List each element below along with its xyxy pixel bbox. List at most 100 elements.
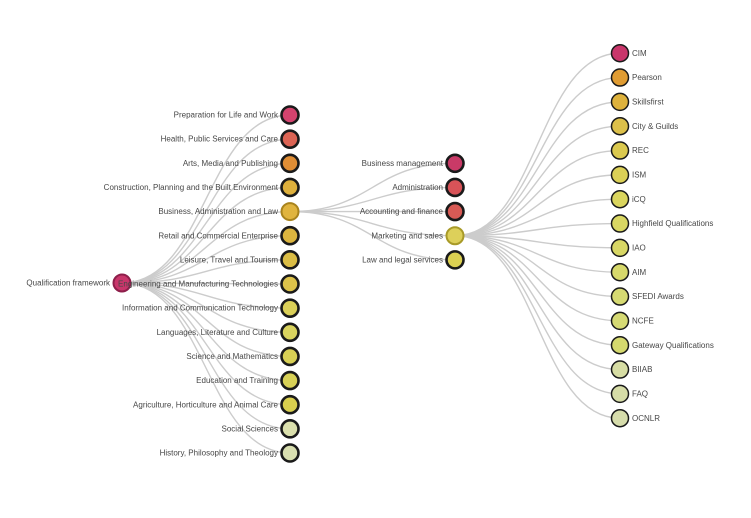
- node-circle[interactable]: [610, 287, 630, 306]
- tree-node-aim: AIM: [610, 262, 647, 282]
- node-label: Retail and Commercial Enterprise: [158, 231, 278, 240]
- tree-link: [121, 186, 291, 284]
- node-label: Preparation for Life and Work: [174, 111, 279, 120]
- tree-node-rec: REC: [610, 141, 649, 160]
- tree-node-languages-literature-and-culture: Languages, Literature and Culture: [157, 322, 300, 343]
- node-circle[interactable]: [610, 92, 630, 112]
- node-circle[interactable]: [610, 165, 630, 185]
- node-label: Pearson: [632, 73, 662, 82]
- tree-link: [121, 282, 291, 454]
- tree-node-city-guilds: City & Guilds: [610, 116, 678, 136]
- tree-link: [454, 235, 621, 371]
- node-circle[interactable]: [445, 226, 465, 246]
- tree-link: [454, 235, 621, 346]
- node-label: Skillsfirst: [632, 97, 664, 106]
- node-circle[interactable]: [280, 129, 300, 149]
- tree-node-iao: IAO: [610, 238, 646, 258]
- node-label: Arts, Media and Publishing: [183, 159, 278, 168]
- node-circle[interactable]: [280, 322, 300, 343]
- tree-node-agriculture-horticulture-and-animal-care: Agriculture, Horticulture and Animal Car…: [133, 394, 300, 415]
- tree-link: [121, 210, 291, 284]
- tree-link: [121, 282, 291, 358]
- node-circle[interactable]: [280, 225, 300, 246]
- node-circle[interactable]: [280, 419, 300, 439]
- node-label: AIM: [632, 268, 647, 277]
- node-circle[interactable]: [280, 298, 300, 318]
- node-label: REC: [632, 146, 649, 155]
- node-circle[interactable]: [610, 116, 630, 136]
- tree-link: [121, 282, 291, 406]
- tree-link: [454, 101, 621, 237]
- tree-node-leisure-travel-and-tourism: Leisure, Travel and Tourism: [180, 250, 300, 270]
- node-circle[interactable]: [610, 189, 630, 209]
- tree-node-ocnlr: OCNLR: [610, 408, 660, 428]
- tree-node-skillsfirst: Skillsfirst: [610, 92, 664, 112]
- node-circle[interactable]: [112, 273, 132, 293]
- node-circle[interactable]: [280, 346, 300, 367]
- tree-link: [454, 235, 621, 273]
- tree-link: [454, 235, 621, 322]
- node-circle[interactable]: [445, 153, 465, 174]
- node-circle[interactable]: [445, 201, 465, 222]
- node-circle[interactable]: [610, 141, 630, 160]
- node-circle[interactable]: [280, 105, 300, 125]
- tree-node-business-administration-and-law: Business, Administration and Law: [158, 202, 300, 222]
- node-circle[interactable]: [445, 250, 465, 270]
- tree-node-faq: FAQ: [610, 384, 648, 404]
- tree-link: [454, 222, 621, 237]
- node-circle[interactable]: [610, 238, 630, 258]
- node-circle[interactable]: [610, 43, 630, 63]
- tree-node-pearson: Pearson: [610, 68, 662, 87]
- tree-link: [121, 282, 291, 333]
- node-label: IAO: [632, 243, 646, 252]
- node-circle[interactable]: [610, 384, 630, 404]
- node-circle[interactable]: [280, 274, 300, 294]
- tree-link: [121, 138, 291, 284]
- tree-link: [289, 210, 456, 261]
- node-circle[interactable]: [280, 177, 300, 198]
- node-label: Health, Public Services and Care: [161, 135, 279, 144]
- tree-node-business-management: Business management: [362, 153, 465, 174]
- tree-link: [454, 235, 621, 298]
- node-circle[interactable]: [280, 202, 300, 222]
- node-circle[interactable]: [610, 68, 630, 87]
- tree-link: [454, 198, 621, 237]
- node-circle[interactable]: [610, 408, 630, 428]
- node-label: BIIAB: [632, 365, 652, 374]
- tree-link: [454, 52, 621, 237]
- node-circle[interactable]: [610, 335, 630, 355]
- tree-link: [121, 235, 291, 284]
- node-label: City & Guilds: [632, 122, 678, 131]
- node-label: SFEDI Awards: [632, 292, 684, 301]
- tree-node-retail-and-commercial-enterprise: Retail and Commercial Enterprise: [158, 225, 300, 246]
- node-circle[interactable]: [445, 177, 465, 198]
- node-label: Agriculture, Horticulture and Animal Car…: [133, 400, 279, 409]
- node-label: History, Philosophy and Theology: [160, 449, 278, 458]
- node-circle[interactable]: [280, 443, 300, 463]
- node-circle[interactable]: [280, 370, 300, 391]
- node-circle[interactable]: [610, 214, 630, 233]
- tree-node-history-philosophy-and-theology: History, Philosophy and Theology: [160, 443, 300, 463]
- tree-node-engineering-and-manufacturing-technologies: Engineering and Manufacturing Technologi…: [118, 274, 300, 294]
- node-label: CIM: [632, 49, 647, 58]
- tree-node-marketing-and-sales: Marketing and sales: [371, 226, 465, 246]
- node-circle[interactable]: [280, 250, 300, 270]
- node-circle[interactable]: [610, 311, 630, 331]
- tree-node-education-and-training: Education and Training: [196, 370, 300, 391]
- tree-link: [121, 162, 291, 284]
- tree-node-highfield-qualifications: Highfield Qualifications: [610, 214, 713, 233]
- node-circle[interactable]: [610, 262, 630, 282]
- tree-node-social-sciences: Social Sciences: [222, 419, 300, 439]
- node-circle[interactable]: [280, 394, 300, 415]
- node-label: Education and Training: [196, 376, 278, 385]
- tree-link: [454, 125, 621, 237]
- node-circle[interactable]: [610, 360, 630, 379]
- tree-node-law-and-legal-services: Law and legal services: [362, 250, 465, 270]
- node-label: Accounting and finance: [360, 207, 444, 216]
- node-label: Languages, Literature and Culture: [157, 328, 279, 337]
- tree-links: [121, 52, 621, 454]
- node-circle[interactable]: [280, 153, 300, 174]
- tree-node-icq: iCQ: [610, 189, 646, 209]
- tree-link: [121, 282, 291, 309]
